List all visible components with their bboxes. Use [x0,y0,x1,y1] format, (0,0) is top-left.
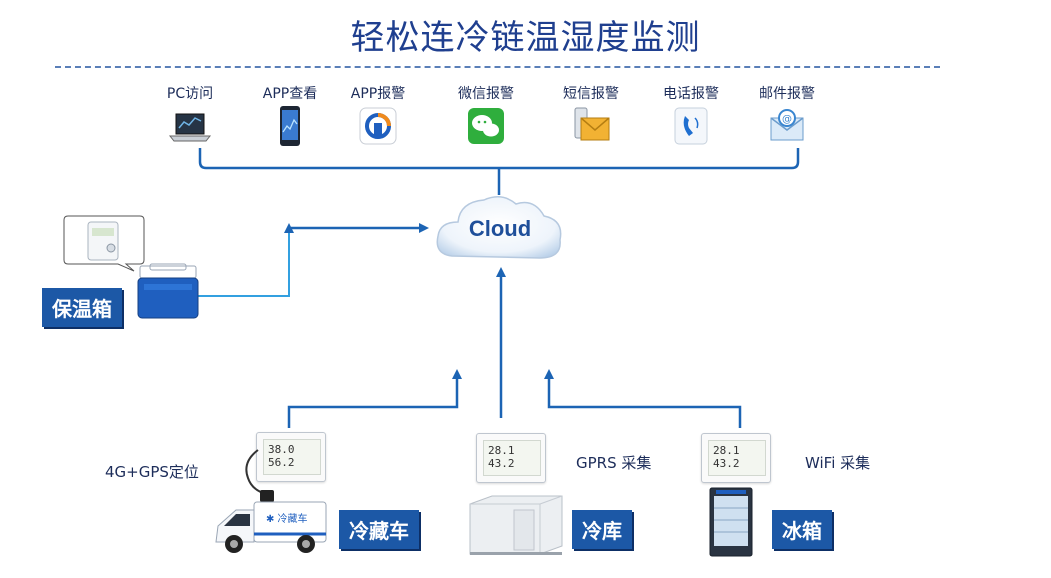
sensor-cable-icon [245,449,274,502]
channel-label: PC访问 [166,86,214,102]
svg-text:✱ 冷藏车: ✱ 冷藏车 [266,512,308,525]
svg-text:@: @ [782,114,792,125]
truck-reading-temp: 38.0 [268,443,295,456]
fridge-reading-temp: 28.1 [713,444,740,457]
cold-room-icon [469,495,563,555]
cloud-label: Cloud [469,216,531,241]
app-alarm-icon [356,106,397,146]
fridge-note: WiFi 采集 [805,454,871,472]
channel-label: 电话报警 [663,86,719,102]
page-title: 轻松连冷链温湿度监测 [350,18,701,58]
coldroom-reading-hum: 43.2 [488,457,515,470]
smartphone-icon [268,106,308,146]
fridge-label: 冰箱 [772,510,832,549]
channel-label: 邮件报警 [759,86,815,102]
cooler-box-icon [137,263,199,319]
coldroom-note: GPRS 采集 [576,454,652,472]
truck-label: 冷藏车 [339,510,419,549]
phone-icon [669,106,709,146]
email-icon: @ [765,106,805,146]
channel-label: 短信报警 [563,86,619,102]
cooler-label: 保温箱 [42,288,122,327]
truck-note: 4G+GPS定位 [105,463,199,481]
sms-envelope-icon [569,106,610,146]
truck-reading-hum: 56.2 [268,456,295,469]
fridge-reading-hum: 43.2 [713,457,740,470]
medical-fridge-icon [709,487,753,557]
wechat-icon [464,106,504,146]
sensor-callout-bubble [63,215,145,272]
channel-label: APP报警 [350,86,406,102]
coldroom-label: 冷库 [572,510,632,549]
coldroom-reading-temp: 28.1 [488,444,515,457]
channel-label: APP查看 [262,86,318,102]
title-divider [55,66,940,68]
channel-label: 微信报警 [458,86,514,102]
cloud-icon: Cloud [436,196,562,259]
refrigerated-truck-icon: ✱ 冷藏车 [215,501,327,553]
laptop-icon [168,106,212,146]
